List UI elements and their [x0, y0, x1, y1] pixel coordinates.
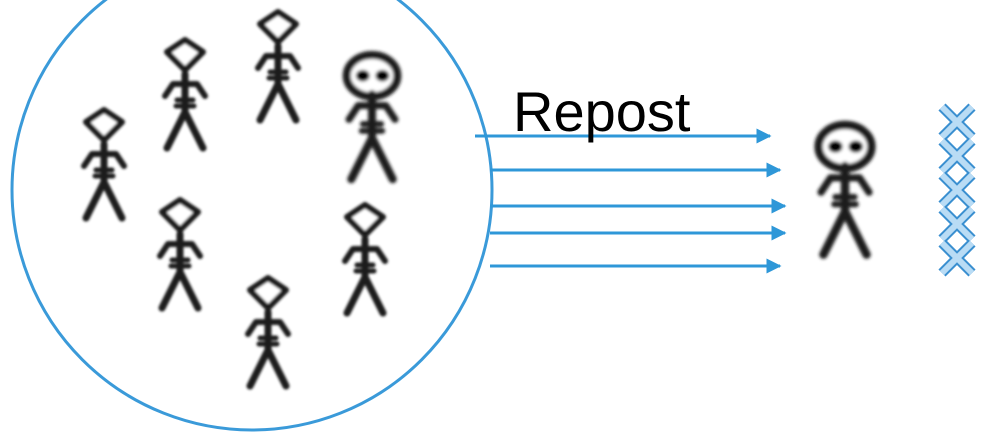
x-mark-icon [938, 171, 976, 209]
repost-label: Repost [513, 80, 691, 143]
x-mark-column [938, 103, 976, 277]
stick-figure-with-eyes-icon [814, 120, 876, 259]
stick-figure-icon [342, 202, 388, 317]
group-circle [10, 0, 494, 432]
stick-figure-icon [255, 9, 301, 124]
x-mark-icon [938, 137, 976, 175]
x-mark-icon [938, 103, 976, 141]
stick-figure-icon [245, 275, 291, 390]
receiver-figure [814, 120, 876, 259]
repost-arrows [475, 128, 787, 274]
x-mark-icon [938, 205, 976, 243]
stick-figure-icon [157, 197, 203, 312]
stick-figure-icon [162, 37, 208, 152]
stick-figure-icon [81, 107, 127, 222]
x-mark-icon [938, 239, 976, 277]
group-figures [81, 9, 402, 390]
stick-figure-with-eyes-icon [342, 50, 402, 184]
